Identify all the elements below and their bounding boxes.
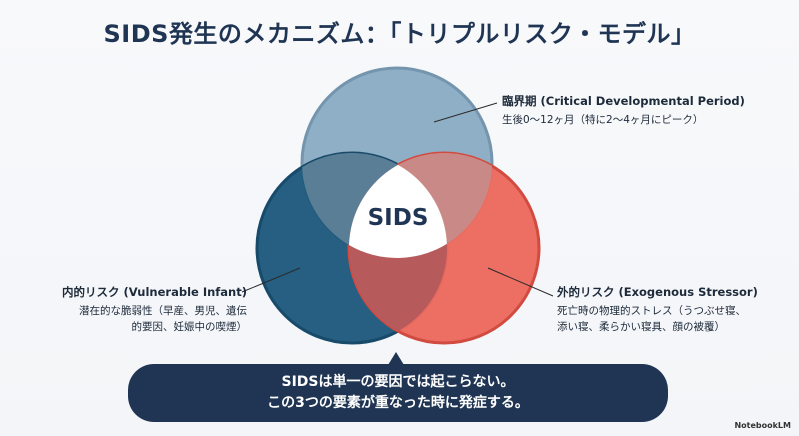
callout-pointer xyxy=(388,352,404,365)
label-vulnerable-infant: 内的リスク (Vulnerable Infant) 潜在的な脆弱性（早産、男児、… xyxy=(57,284,247,335)
label-vulnerable-line: 的要因、妊娠中の喫煙） xyxy=(131,321,248,333)
summary-callout: SIDSは単一の要因では起こらない。 この3つの要素が重なった時に発症する。 xyxy=(128,364,668,422)
leader-line-exogenous xyxy=(487,267,554,297)
label-critical-desc: 生後0〜12ヶ月（特に2〜4ヶ月にピーク） xyxy=(502,112,745,128)
leader-line-vulnerable xyxy=(241,267,301,293)
label-vulnerable-title: 内的リスク (Vulnerable Infant) xyxy=(62,285,247,299)
label-exogenous-line: 添い寝、柔らかい寝具、顔の被覆） xyxy=(557,321,725,333)
label-exogenous-stressor: 外的リスク (Exogenous Stressor) 死亡時の物理的ストレス（う… xyxy=(557,284,758,335)
label-exogenous-line: 死亡時の物理的ストレス（うつぶせ寝、 xyxy=(557,305,746,317)
callout-line: この3つの要素が重なった時に発症する。 xyxy=(267,395,529,411)
label-exogenous-title: 外的リスク (Exogenous Stressor) xyxy=(557,285,758,299)
label-vulnerable-line: 潜在的な脆弱性（早産、男児、遺伝 xyxy=(79,305,247,317)
label-critical-title: 臨界期 (Critical Developmental Period) xyxy=(502,94,745,108)
center-label-sids: SIDS xyxy=(367,205,429,231)
label-critical-line: 生後0〜12ヶ月（特に2〜4ヶ月にピーク） xyxy=(502,114,704,126)
label-vulnerable-desc: 潜在的な脆弱性（早産、男児、遺伝 的要因、妊娠中の喫煙） xyxy=(57,303,247,335)
page-title: SIDS発生のメカニズム：「トリプルリスク・モデル」 xyxy=(103,20,696,48)
leader-line-critical xyxy=(433,102,498,123)
label-exogenous-desc: 死亡時の物理的ストレス（うつぶせ寝、 添い寝、柔らかい寝具、顔の被覆） xyxy=(557,303,758,335)
callout-line: SIDSは単一の要因では起こらない。 xyxy=(281,374,515,390)
label-critical-period: 臨界期 (Critical Developmental Period) 生後0〜… xyxy=(502,93,745,128)
watermark-logo: NotebookLM xyxy=(734,421,791,430)
